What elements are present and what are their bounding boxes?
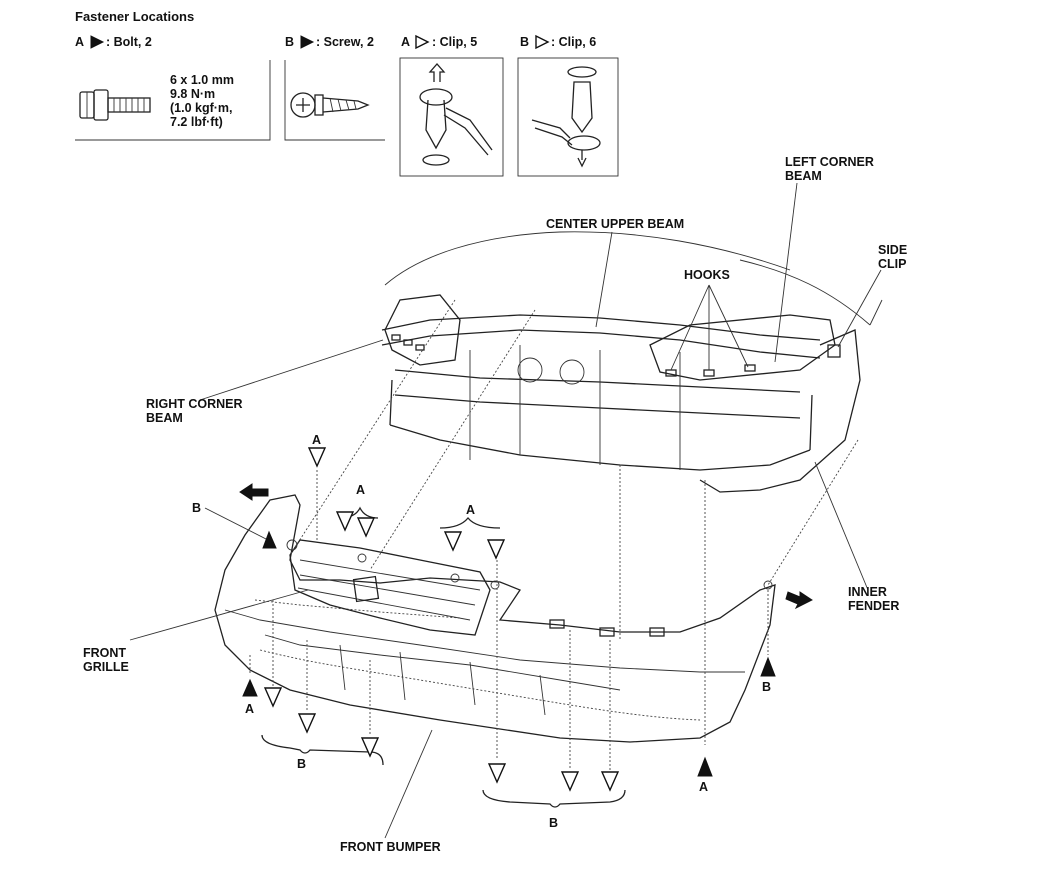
screw-legend-text: : Screw, 2 <box>316 35 374 49</box>
left-arrow-icon <box>239 483 269 501</box>
bolt-size: 6 x 1.0 mm <box>170 73 234 87</box>
left-corner-beam-label-2: BEAM <box>785 169 822 183</box>
clip-b-icon <box>531 66 601 168</box>
side-clip-label-1: SIDE <box>878 243 908 257</box>
bolt-legend-text: : Bolt, 2 <box>106 35 152 49</box>
callout-b: B <box>762 680 772 694</box>
clip-a-marker <box>335 511 355 532</box>
callout-b: B <box>192 501 202 515</box>
clip-b-legend-letter: B <box>520 35 530 49</box>
callout-b: B <box>549 816 559 830</box>
bolt-torque-nm: 9.8 N·m <box>170 87 216 101</box>
bolt-a-marker <box>697 756 713 777</box>
clip-b-marker <box>297 713 317 734</box>
fastener-markers <box>242 447 776 792</box>
bolt-legend-letter: A <box>75 35 85 49</box>
front-grille-label-2: GRILLE <box>83 660 129 674</box>
clip-a-legend-text: : Clip, 5 <box>432 35 478 49</box>
leader-lines <box>129 182 882 839</box>
bracket-b-right <box>482 789 626 808</box>
right-arrow-icon <box>785 591 813 610</box>
inner-fender-shape <box>699 329 861 493</box>
fastener-boxes <box>75 57 619 177</box>
bolt-box-outline <box>75 60 271 141</box>
right-corner-beam-shape <box>384 294 461 366</box>
clip-a-icon <box>419 63 493 166</box>
front-grille-shape <box>289 539 491 636</box>
screw-icon <box>290 92 370 118</box>
bolt-icon <box>79 89 151 121</box>
bolt-solid-triangle-icon <box>90 35 105 49</box>
left-corner-beam-label-1: LEFT CORNER <box>785 155 874 169</box>
clip-a-marker <box>486 539 506 560</box>
callout-b: B <box>297 757 307 771</box>
bracket-a-top-right <box>439 516 501 529</box>
front-grille-label-1: FRONT <box>83 646 127 660</box>
inner-fender-label-1: INNER <box>848 585 887 599</box>
callout-a: A <box>466 503 476 517</box>
callout-a: A <box>245 702 255 716</box>
hooks-label: HOOKS <box>684 268 730 282</box>
screw-solid-triangle-icon <box>300 35 315 49</box>
callout-a: A <box>312 433 322 447</box>
clip-b-legend-text: : Clip, 6 <box>551 35 597 49</box>
screw-legend-letter: B <box>285 35 295 49</box>
bolt-torque-lbfft: 7.2 lbf·ft) <box>170 115 223 129</box>
clip-a-marker <box>356 517 376 538</box>
clip-b-marker <box>487 763 507 784</box>
clip-a-marker <box>307 447 327 468</box>
bracket-b-left <box>261 734 384 766</box>
clip-b-marker <box>560 771 580 792</box>
inner-fender-label-2: FENDER <box>848 599 900 613</box>
emblem-shape <box>352 575 380 603</box>
screw-box-outline <box>284 60 385 141</box>
clip-b-marker <box>263 687 283 708</box>
center-upper-beam-label: CENTER UPPER BEAM <box>546 217 685 231</box>
callout-a: A <box>699 780 709 794</box>
clip-b-marker <box>360 737 380 758</box>
right-corner-beam-label-2: BEAM <box>146 411 183 425</box>
bolt-torque-kgfm: (1.0 kgf·m, <box>170 101 233 115</box>
side-clip-label-2: CLIP <box>878 257 907 271</box>
callout-a: A <box>356 483 366 497</box>
fastener-locations-title: Fastener Locations <box>75 9 195 24</box>
clip-b-box <box>517 57 619 177</box>
upper-structure <box>381 231 883 493</box>
center-upper-beam-shape <box>381 314 821 341</box>
screw-b-marker <box>262 530 277 549</box>
front-bumper-label: FRONT BUMPER <box>340 840 441 854</box>
screw-b-marker <box>760 656 776 677</box>
clip-a-box <box>399 57 504 177</box>
clip-a-legend-letter: A <box>401 35 411 49</box>
bolt-a-marker <box>242 678 258 697</box>
clip-a-open-triangle-icon <box>415 34 430 50</box>
clip-b-marker <box>600 771 620 792</box>
clip-b-open-triangle-icon <box>535 34 550 50</box>
right-corner-beam-label-1: RIGHT CORNER <box>146 397 243 411</box>
clip-a-marker <box>443 531 463 552</box>
front-bumper-shape <box>214 494 776 743</box>
side-clip-shape <box>827 344 841 358</box>
